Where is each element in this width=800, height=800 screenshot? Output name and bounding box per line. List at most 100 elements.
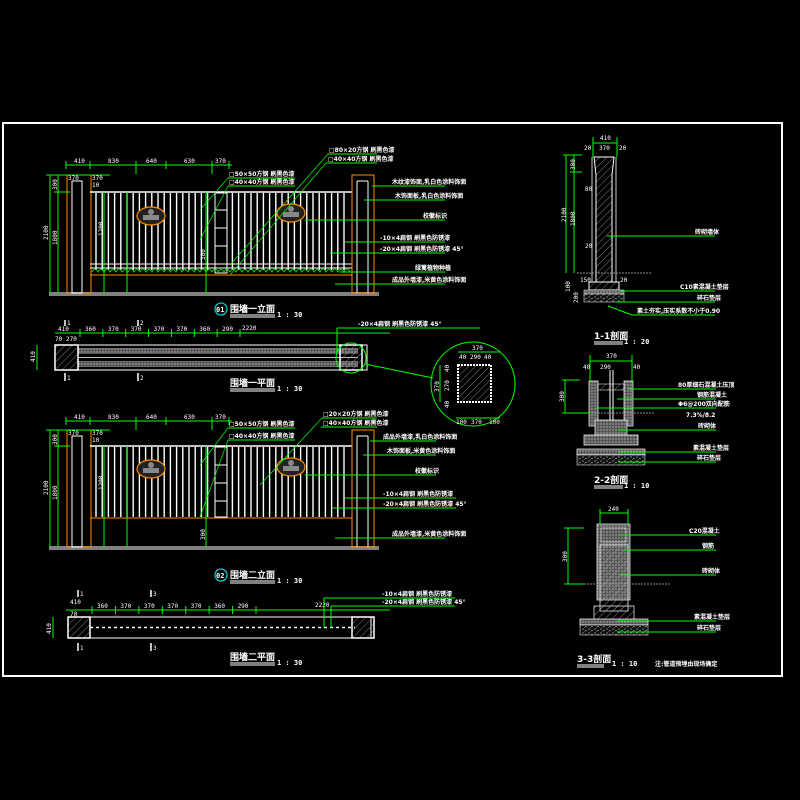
dim-label: 370 bbox=[167, 603, 178, 610]
dim-label: 20 bbox=[584, 145, 592, 152]
callout: □40×40方钢 刷黑色漆 bbox=[229, 432, 295, 440]
dim-label: 300 bbox=[562, 551, 569, 562]
callout: 成品外墙漆,米黄色涂料饰面 bbox=[392, 530, 466, 538]
dim-label: 410 bbox=[30, 351, 37, 362]
dim-label: 1800 bbox=[52, 485, 59, 500]
dim-label: 80 bbox=[585, 186, 593, 193]
drawing-scale: 1 : 10 bbox=[624, 482, 649, 490]
callout: 80厚细石混凝土压顶 bbox=[678, 381, 734, 389]
dim-label: 290 bbox=[600, 364, 611, 371]
gate-panel bbox=[214, 192, 228, 274]
dim-label: 410 bbox=[74, 158, 85, 165]
pillar-plan bbox=[339, 344, 363, 371]
elevation-badge bbox=[214, 568, 228, 582]
section-1-1: 410 20 370 20 2100 1800 300 80 20 100 20… bbox=[561, 135, 729, 346]
dim-label: 40 bbox=[444, 400, 451, 408]
hedge bbox=[91, 268, 351, 273]
callout: 碎石垫层 bbox=[697, 294, 721, 302]
dim-label: 20 bbox=[585, 243, 593, 250]
drawing-title: 2-2剖面 bbox=[594, 474, 628, 486]
callout: □80×20方钢 刷黑色漆 bbox=[329, 146, 395, 154]
callout: 木饰面板,米黄色涂料饰面 bbox=[386, 447, 455, 455]
dim-label: 270 bbox=[66, 336, 77, 343]
dim-label: 410 bbox=[70, 599, 81, 606]
callout: 木饰面板,乳白色涂料饰面 bbox=[394, 192, 463, 200]
ground-line bbox=[49, 546, 379, 550]
callout: C10素混凝土垫层 bbox=[680, 283, 729, 291]
dim-label: 640 bbox=[146, 158, 157, 165]
dim-label: 2100 bbox=[43, 225, 50, 240]
callout: 砖砌体 bbox=[698, 422, 717, 430]
dim-label: 370 bbox=[131, 326, 142, 333]
dim-label: 300 bbox=[52, 179, 59, 190]
callout: □50×50方钢 刷黑色漆 bbox=[229, 170, 295, 178]
dim-label: 370 bbox=[191, 603, 202, 610]
dim-label: 370 bbox=[92, 430, 103, 437]
dim-label: 20 bbox=[619, 145, 627, 152]
section-mark: 1 bbox=[67, 375, 71, 382]
dim-label: 270 bbox=[444, 380, 451, 391]
dim-label: 410 bbox=[74, 414, 85, 421]
callout: -20×4扁钢 刷黑色防锈漆 45° bbox=[382, 598, 466, 606]
dim-label: 100 bbox=[565, 281, 572, 292]
callout: 素混凝土垫层 bbox=[692, 444, 729, 452]
dim-label: 240 bbox=[608, 506, 619, 513]
dim-label: 370 bbox=[108, 326, 119, 333]
dim-label: 70 bbox=[70, 611, 78, 618]
right-pillar bbox=[351, 174, 375, 294]
drawing-scale: 1 : 10 bbox=[612, 660, 637, 668]
drawing-scale: 1 : 20 bbox=[624, 338, 649, 346]
callout: 素混凝土垫层 bbox=[693, 613, 730, 621]
section-mark: 3 bbox=[153, 591, 157, 598]
dim-label: 100 bbox=[489, 419, 500, 426]
section-2-2: 370 40 290 40 300 80厚细石混凝土压顶 钢筋混凝土 Φ6@20… bbox=[559, 353, 734, 490]
dim-label: 1800 bbox=[52, 230, 59, 245]
elevation-2: 410 830 640 630 370 370 370 10 2100 1800… bbox=[43, 410, 467, 585]
dim-label: 2220 bbox=[315, 602, 330, 609]
gate-panel bbox=[214, 446, 228, 518]
drawing-frame bbox=[2, 122, 783, 677]
dim-label: 370 bbox=[144, 603, 155, 610]
callout: 校徽标识 bbox=[423, 212, 447, 220]
section-mark: 3 bbox=[153, 645, 157, 652]
callout: 成品外墙漆,乳白色涂料饰面 bbox=[383, 433, 457, 441]
dim-label: 370 bbox=[92, 175, 103, 182]
dim-label: 40 bbox=[484, 354, 492, 361]
dim-label: 300 bbox=[559, 391, 566, 402]
dim-label: 200 bbox=[573, 292, 580, 303]
left-pillar bbox=[66, 429, 92, 548]
dim-label: 1800 bbox=[570, 211, 577, 226]
callout: -20×4扁钢 刷黑色防锈漆 45° bbox=[380, 245, 464, 253]
dim-label: 300 bbox=[570, 159, 577, 170]
section-mark: 1 bbox=[80, 645, 84, 652]
dim-label: 370 bbox=[434, 381, 441, 392]
dim-label: 410 bbox=[600, 135, 611, 142]
dim-label: 830 bbox=[108, 158, 119, 165]
callout: 钢筋 bbox=[702, 542, 714, 550]
dim-label: 40 bbox=[444, 364, 451, 372]
dim-label: 40 bbox=[633, 364, 641, 371]
callout: 校徽标识 bbox=[415, 467, 439, 475]
dim-label: 370 bbox=[68, 430, 79, 437]
callout: -10×4扁钢 刷黑色防锈漆 bbox=[382, 590, 452, 598]
dim-label: 410 bbox=[46, 623, 53, 634]
pillar-detail: 370 40 290 40 100 370 100 370 40 270 40 bbox=[430, 341, 516, 427]
section-mark: 1 bbox=[67, 320, 71, 327]
dim-label: 370 bbox=[215, 158, 226, 165]
drawing-title: 1-1剖面 bbox=[594, 330, 628, 342]
dim-label: 10 bbox=[92, 437, 100, 444]
drawing-title: 围墙二立面 bbox=[230, 569, 275, 581]
ground-line bbox=[49, 292, 379, 296]
callout: -20×4扁钢 刷黑色防锈漆 45° bbox=[358, 320, 442, 328]
dim-label: 360 bbox=[214, 603, 225, 610]
detail-callout-circle bbox=[335, 342, 367, 374]
pillar-plan bbox=[351, 616, 375, 639]
dim-label: 370 bbox=[120, 603, 131, 610]
dim-label: 290 bbox=[470, 354, 481, 361]
dim-label: 370 bbox=[599, 145, 610, 152]
dim-label: 370 bbox=[176, 326, 187, 333]
callout: □50×50方钢 刷黑色漆 bbox=[229, 420, 295, 428]
dim-label: 100 bbox=[456, 419, 467, 426]
